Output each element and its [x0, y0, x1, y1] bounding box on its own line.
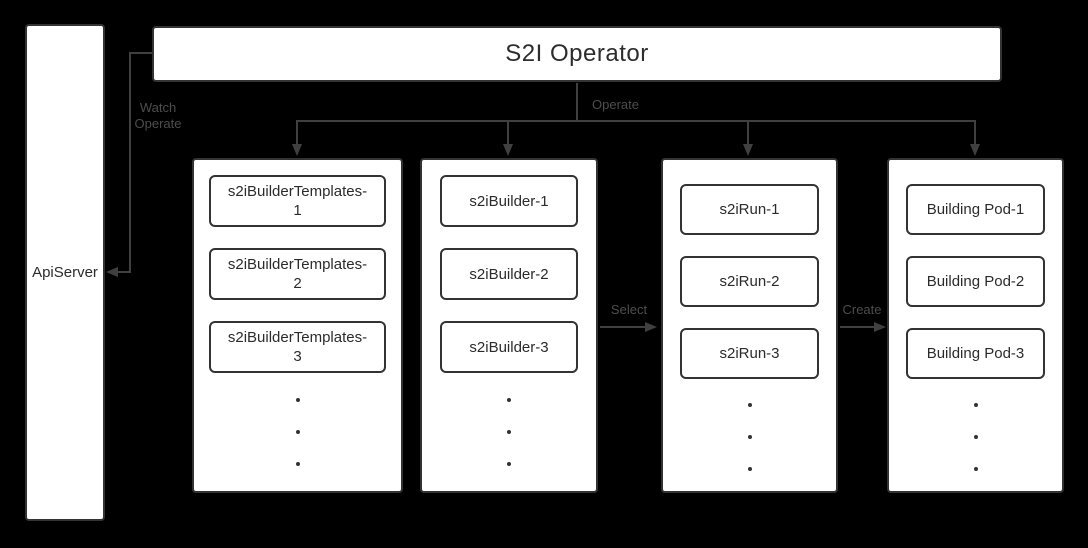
- watch-label-line2: Operate: [134, 116, 182, 131]
- resource-label: s2iBuilderTemplates-3: [227, 329, 368, 365]
- resource-box: s2iBuilderTemplates-2: [209, 248, 386, 300]
- builders-column: s2iBuilder-1 s2iBuilder-2 s2iBuilder-3: [420, 158, 598, 493]
- resource-box: Building Pod-3: [906, 328, 1045, 379]
- operate-label: Operate: [592, 97, 639, 112]
- resource-label: Building Pod-3: [926, 345, 1025, 362]
- resource-label: s2iBuilder-1: [469, 192, 549, 210]
- resource-box: s2iBuilder-1: [440, 175, 578, 227]
- resource-box: s2iBuilderTemplates-3: [209, 321, 386, 373]
- resource-box: s2iBuilderTemplates-1: [209, 175, 386, 227]
- runs-column: s2iRun-1 s2iRun-2 s2iRun-3: [661, 158, 838, 493]
- building-pods-column: Building Pod-1 Building Pod-2 Building P…: [887, 158, 1064, 493]
- resource-label: s2iRun-3: [719, 345, 780, 362]
- resource-box: s2iRun-1: [680, 184, 819, 235]
- watch-operate-label: Watch Operate: [126, 100, 190, 132]
- create-label: Create: [842, 302, 882, 317]
- vertical-ellipsis: [295, 398, 300, 466]
- resource-label: s2iBuilderTemplates-2: [227, 256, 368, 292]
- operator-box: S2I Operator: [152, 26, 1002, 82]
- vertical-ellipsis: [973, 403, 978, 471]
- operator-title: S2I Operator: [505, 40, 649, 67]
- resource-label: s2iRun-2: [719, 273, 780, 290]
- vertical-ellipsis: [507, 398, 511, 466]
- resource-label: Building Pod-1: [926, 201, 1025, 218]
- resource-box: Building Pod-1: [906, 184, 1045, 235]
- builder-templates-column: s2iBuilderTemplates-1 s2iBuilderTemplate…: [192, 158, 403, 493]
- apiserver-label: ApiServer: [32, 264, 98, 281]
- apiserver-box: ApiServer: [25, 24, 105, 521]
- watch-label-line1: Watch: [139, 100, 177, 115]
- vertical-ellipsis: [747, 403, 752, 471]
- resource-box: Building Pod-2: [906, 256, 1045, 307]
- resource-label: s2iBuilder-3: [469, 338, 549, 356]
- resource-box: s2iBuilder-3: [440, 321, 578, 373]
- select-label: Select: [610, 302, 648, 317]
- resource-box: s2iRun-2: [680, 256, 819, 307]
- resource-label: Building Pod-2: [926, 273, 1025, 290]
- resource-label: s2iRun-1: [719, 201, 780, 218]
- resource-box: s2iRun-3: [680, 328, 819, 379]
- watch-operate-connector: [106, 52, 152, 277]
- resource-label: s2iBuilderTemplates-1: [227, 183, 368, 219]
- resource-label: s2iBuilder-2: [469, 265, 549, 283]
- resource-box: s2iBuilder-2: [440, 248, 578, 300]
